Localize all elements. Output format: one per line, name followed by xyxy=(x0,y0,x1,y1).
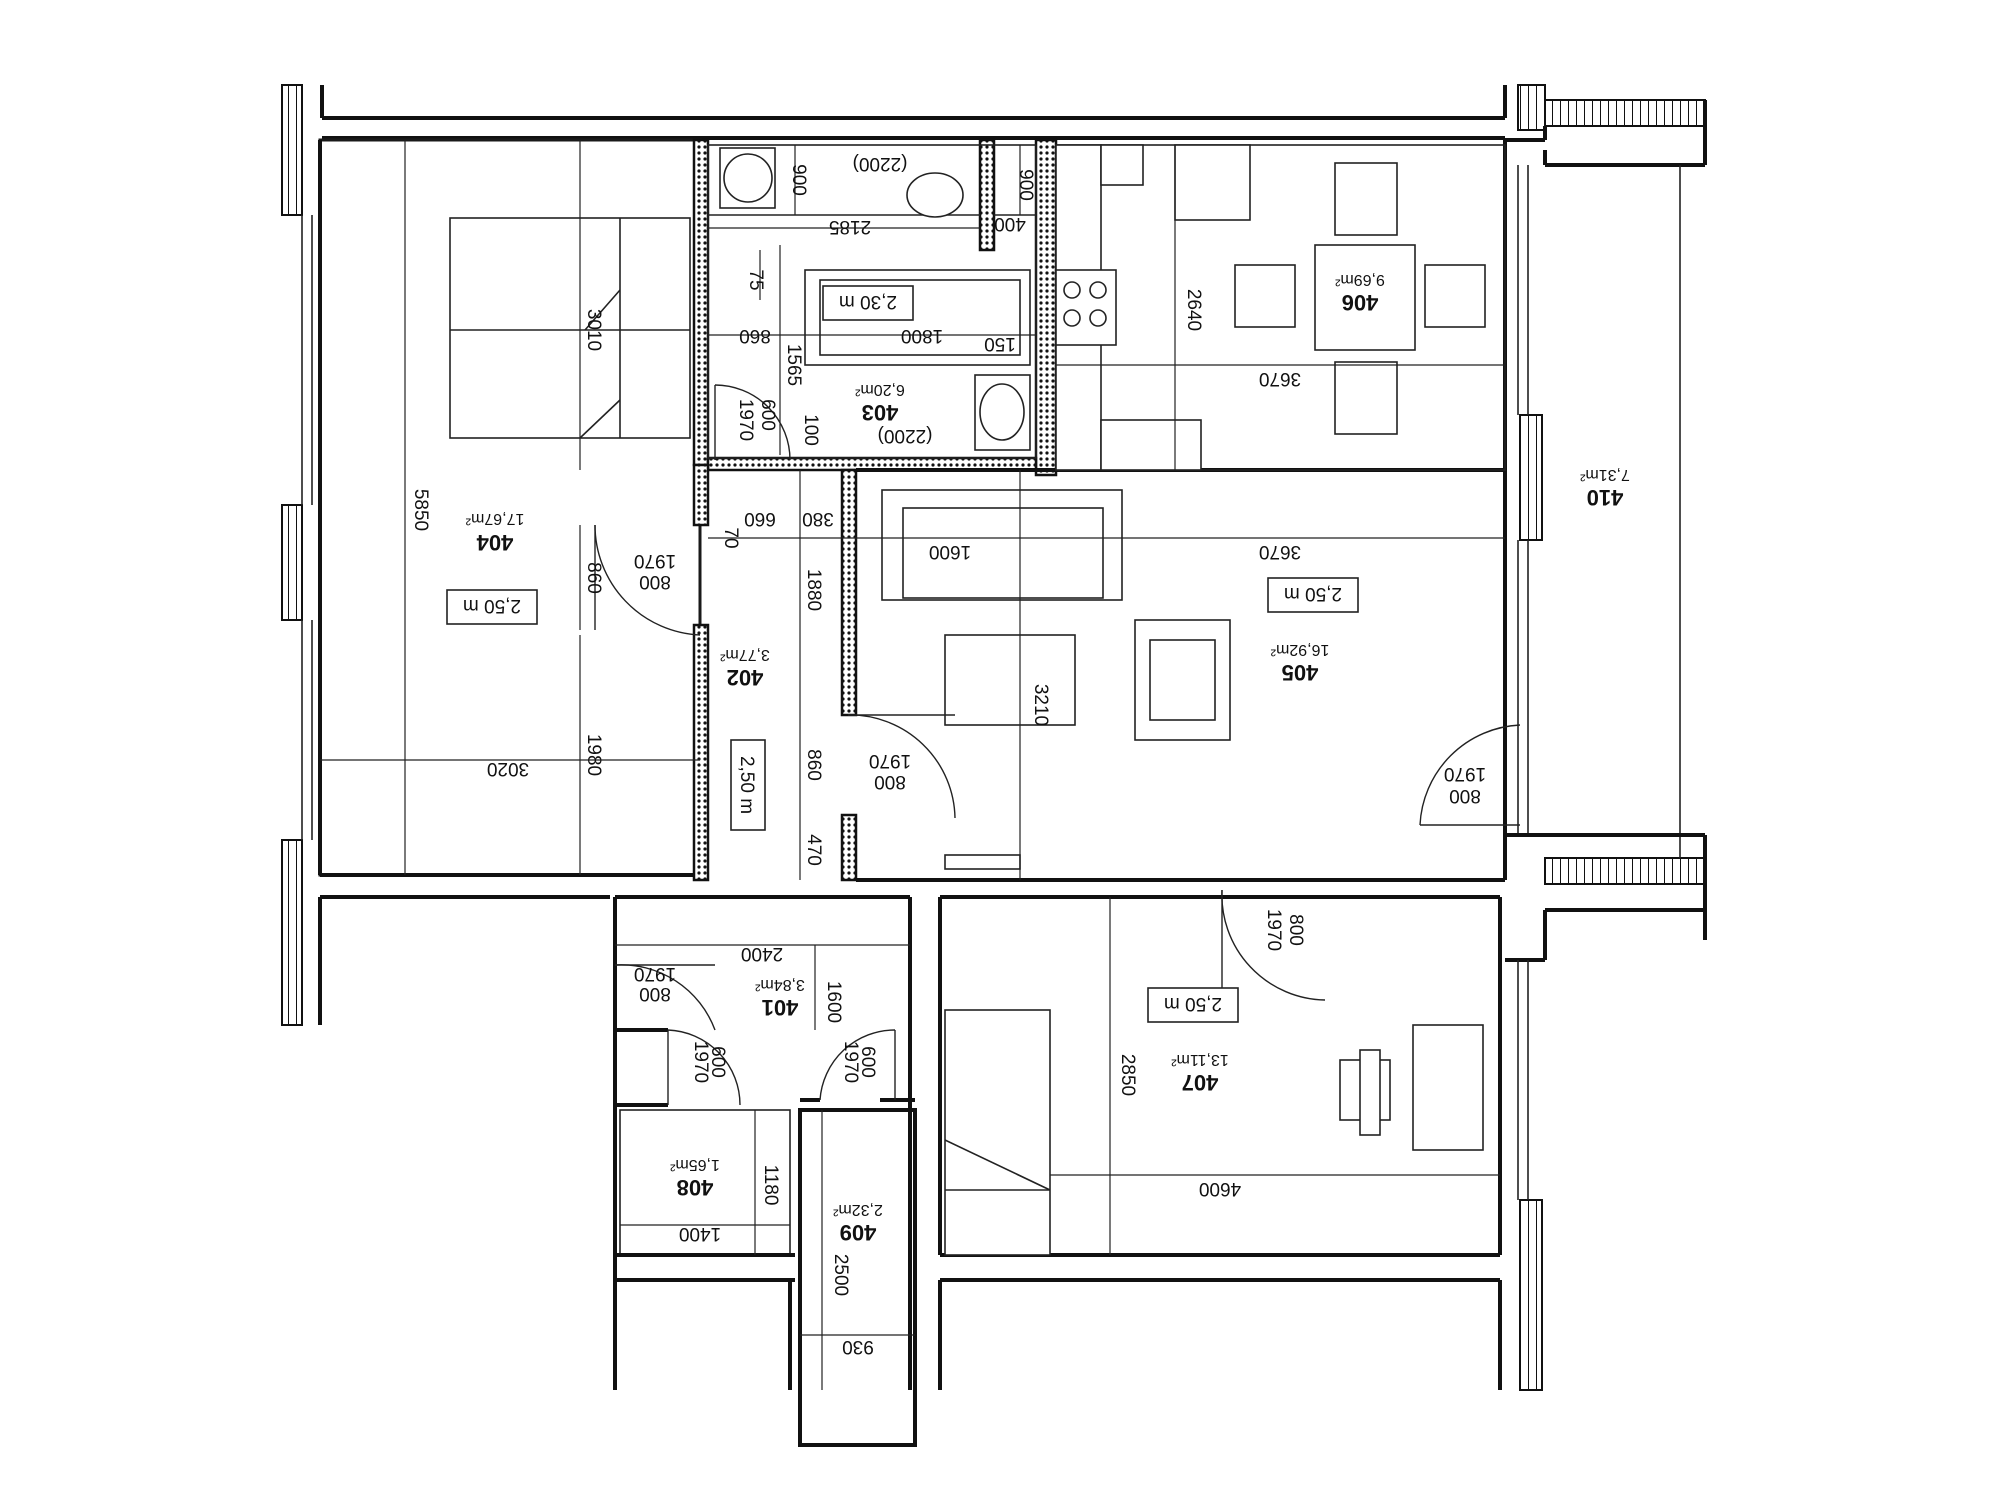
dimension-label: 860 xyxy=(739,325,771,346)
dimension-label: 600 xyxy=(857,1046,878,1078)
dimension-label: 2500 xyxy=(830,1254,851,1296)
room-area: 17,67m² xyxy=(465,510,524,527)
dimension-label: 400 xyxy=(994,213,1026,234)
dimension-label: 1400 xyxy=(679,1223,721,1244)
dimension-label: 470 xyxy=(803,834,824,866)
dimension-label: 1970 xyxy=(840,1041,861,1083)
dimension-label: 930 xyxy=(842,1336,874,1357)
dimension-label: 900 xyxy=(788,164,809,196)
dimension-label: 1180 xyxy=(760,1165,781,1206)
dimension-label: 860 xyxy=(803,749,824,781)
dimension-label: 3670 xyxy=(1259,368,1301,389)
dimension-label: 800 xyxy=(1449,785,1481,806)
dimension-label: 900 xyxy=(1015,169,1036,201)
room-number: 407 xyxy=(1182,1070,1219,1095)
dimension-label: 5850 xyxy=(410,489,431,531)
room-area: 3,84m² xyxy=(754,976,804,993)
room-number: 406 xyxy=(1342,290,1379,315)
room-number: 402 xyxy=(727,665,764,690)
dimension-label: 800 xyxy=(874,771,906,792)
room-number: 405 xyxy=(1282,660,1319,685)
doors xyxy=(594,384,1521,1106)
fixture-height: (2200) xyxy=(853,153,908,174)
dimension-label: 2400 xyxy=(741,943,783,964)
room-number: 401 xyxy=(762,995,799,1020)
dimension-label: 3010 xyxy=(583,309,604,351)
room-area: 16,92m² xyxy=(1270,641,1329,658)
dimension-label: 600 xyxy=(707,1046,728,1078)
dimension-label: 800 xyxy=(639,983,671,1004)
dimension-label: 1600 xyxy=(929,541,971,562)
ceiling-height: 2,50 m xyxy=(736,756,757,814)
room-number: 408 xyxy=(677,1175,714,1200)
room-area: 9,69m² xyxy=(1334,271,1384,288)
dimension-label: 4600 xyxy=(1199,1178,1241,1199)
dimension-label: 1800 xyxy=(901,325,943,346)
dimension-label: 3210 xyxy=(1030,684,1051,726)
dimension-label: 70 xyxy=(720,527,741,548)
dimension-label: 1565 xyxy=(783,344,804,386)
dimension-label: 2850 xyxy=(1117,1054,1138,1096)
dimension-label: 1880 xyxy=(803,569,824,611)
dimension-label: 2640 xyxy=(1183,289,1204,331)
ceiling-height: 2,50 m xyxy=(463,595,521,616)
dimension-label: 2185 xyxy=(829,216,871,237)
dimension-label: 1970 xyxy=(634,550,676,571)
dimension-lines xyxy=(320,140,1505,1390)
dimension-label: 3020 xyxy=(487,758,529,779)
ceiling-height: 2,30 m xyxy=(839,291,897,312)
labels: 404 17,67m² 402 3,77m² 403 6,20m² 406 9,… xyxy=(410,153,1630,1357)
ceiling-height: 2,50 m xyxy=(1164,993,1222,1014)
room-number: 409 xyxy=(840,1220,877,1245)
room-area: 2,32m² xyxy=(832,1201,882,1218)
room-number: 404 xyxy=(476,530,513,555)
dimension-label: 800 xyxy=(639,571,671,592)
dimension-label: 1980 xyxy=(583,734,604,776)
room-area: 7,31m² xyxy=(1579,466,1629,483)
dimension-label: 1970 xyxy=(869,750,911,771)
ceiling-height: 2,50 m xyxy=(1284,583,1342,604)
dimension-label: 660 xyxy=(744,508,776,529)
dimension-label: 1970 xyxy=(1263,909,1284,951)
dimension-label: 1600 xyxy=(823,981,844,1023)
dimension-label: 100 xyxy=(800,414,821,446)
dimension-label: 800 xyxy=(1285,914,1306,946)
room-area: 3,77m² xyxy=(719,646,769,663)
room-number: 410 xyxy=(1587,485,1624,510)
room-number: 403 xyxy=(862,400,899,425)
room-area: 13,11m² xyxy=(1171,1051,1229,1068)
dimension-label: 150 xyxy=(984,333,1016,354)
dimension-label: 1970 xyxy=(634,963,676,984)
dimension-label: 600 xyxy=(757,399,778,431)
dimension-label: 380 xyxy=(802,508,834,529)
room-area: 1,65m² xyxy=(669,1156,719,1173)
dimension-label: 1970 xyxy=(735,399,756,441)
dimension-label: 1970 xyxy=(690,1041,711,1083)
dimension-label: 860 xyxy=(583,562,604,594)
fixture-height: (2200) xyxy=(878,425,933,446)
room-area: 6,20m² xyxy=(854,381,904,398)
dimension-label: 75 xyxy=(745,269,766,290)
dimension-label: 3670 xyxy=(1259,541,1301,562)
dimension-label: 1970 xyxy=(1444,763,1486,784)
